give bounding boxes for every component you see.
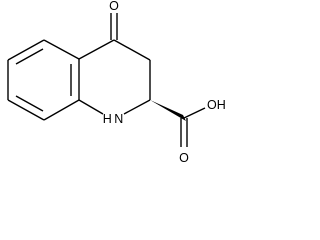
acid-oxygen-label: O <box>179 151 189 165</box>
bond-acid-c-oh <box>183 107 206 119</box>
bond-c4a-c4 <box>78 39 115 60</box>
bond-c2-n1 <box>123 99 151 115</box>
hydroxyl-label: OH <box>207 98 226 112</box>
bond-c4a-c5 <box>43 39 80 60</box>
stereo-wedge-bond <box>150 100 186 121</box>
ketone-oxygen-label: O <box>109 0 119 13</box>
ketone-group: O <box>109 0 119 40</box>
piperidinone-ring <box>78 39 151 115</box>
carboxylic-acid-group: OH O <box>150 98 226 165</box>
nitrogen-label: H N <box>103 112 124 126</box>
bond-c5-c6 <box>7 39 45 61</box>
bond-c7-c8 <box>7 99 45 121</box>
aromatic-inner-bond-1 <box>15 48 44 65</box>
bond-c4-c3 <box>113 39 151 61</box>
aromatic-inner-bond-2 <box>15 95 44 112</box>
bond-c8-c8a <box>43 99 80 121</box>
structure-diagram: O H N OH O <box>7 0 226 165</box>
bond-n1-c8a <box>78 99 104 115</box>
benzene-ring <box>7 39 80 121</box>
